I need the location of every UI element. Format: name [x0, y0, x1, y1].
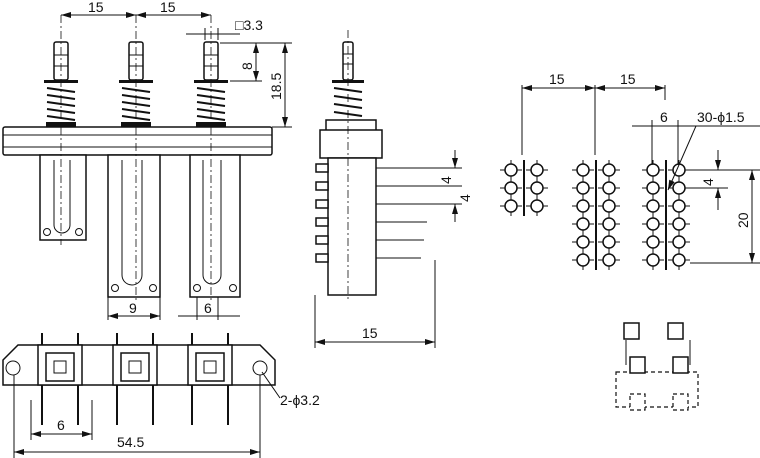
pcb-hole	[672, 235, 686, 249]
side-depth-label: 15	[362, 325, 378, 341]
pcb-hole	[504, 199, 518, 213]
switch-body-bottom	[112, 333, 158, 425]
pcb-hole	[672, 217, 686, 231]
pcb-hole	[602, 199, 616, 213]
front-pitch-2-label: 15	[160, 0, 176, 15]
hole-count-label: 30-ϕ1.5	[697, 109, 745, 125]
pcb-hole	[576, 163, 590, 177]
pcb-hole	[646, 163, 660, 177]
pcb-hole	[576, 235, 590, 249]
pin-pitch-b-label: 4	[457, 194, 473, 202]
pcb-pitch-1-label: 15	[549, 71, 565, 87]
hole-pitch-label: 4	[700, 178, 716, 186]
spring-coil-icon	[196, 101, 226, 107]
pcb-hole	[530, 163, 544, 177]
terminal-width-6-label: 6	[204, 300, 212, 316]
total-height-label: 18.5	[268, 73, 284, 100]
side-view: 15 4 4	[314, 30, 473, 348]
stem-height-label: 8	[239, 62, 255, 70]
front-view: 15 15 □3.3 8 18.5 9 6	[2, 0, 292, 320]
pcb-hole	[646, 235, 660, 249]
pcb-hole	[602, 163, 616, 177]
span-label: 20	[735, 212, 751, 228]
stem-square-label: □3.3	[235, 17, 263, 33]
pcb-hole	[576, 181, 590, 195]
pcb-hole	[672, 199, 686, 213]
mount-holes-label: 2-ϕ3.2	[280, 392, 320, 408]
spring-coil-icon	[121, 101, 151, 107]
pcb-hole	[530, 199, 544, 213]
pcb-hole	[504, 181, 518, 195]
pcb-hole	[576, 253, 590, 267]
switch-body-bottom	[37, 333, 83, 425]
pcb-hole	[602, 253, 616, 267]
pcb-hole	[602, 235, 616, 249]
front-pitch-1-label: 15	[88, 0, 104, 15]
pcb-hole-layout: 15 15 6 30-ϕ1.5 4 20	[500, 71, 760, 270]
pcb-hole	[646, 217, 660, 231]
overall-length-label: 54.5	[117, 434, 144, 450]
spring-coil-icon	[46, 101, 76, 107]
pcb-hole	[646, 253, 660, 267]
pcb-hole	[530, 181, 544, 195]
pcb-hole	[576, 199, 590, 213]
pcb-hole	[602, 181, 616, 195]
pcb-hole	[602, 217, 616, 231]
row-spacing-label: 6	[660, 109, 668, 125]
pcb-hole	[672, 181, 686, 195]
pcb-hole	[504, 163, 518, 177]
pcb-hole	[646, 199, 660, 213]
bottom-pin-spacing-label: 6	[57, 417, 65, 433]
pcb-hole	[576, 217, 590, 231]
switch-body-bottom	[187, 333, 233, 425]
pcb-pitch-2-label: 15	[620, 71, 636, 87]
terminal-width-9-label: 9	[129, 300, 137, 316]
pin-pitch-a-label: 4	[438, 176, 454, 184]
pcb-hole	[672, 253, 686, 267]
footprint-detail	[615, 322, 699, 411]
bottom-view: 6 54.5 2-ϕ3.2	[2, 333, 320, 458]
pcb-hole	[646, 181, 660, 195]
